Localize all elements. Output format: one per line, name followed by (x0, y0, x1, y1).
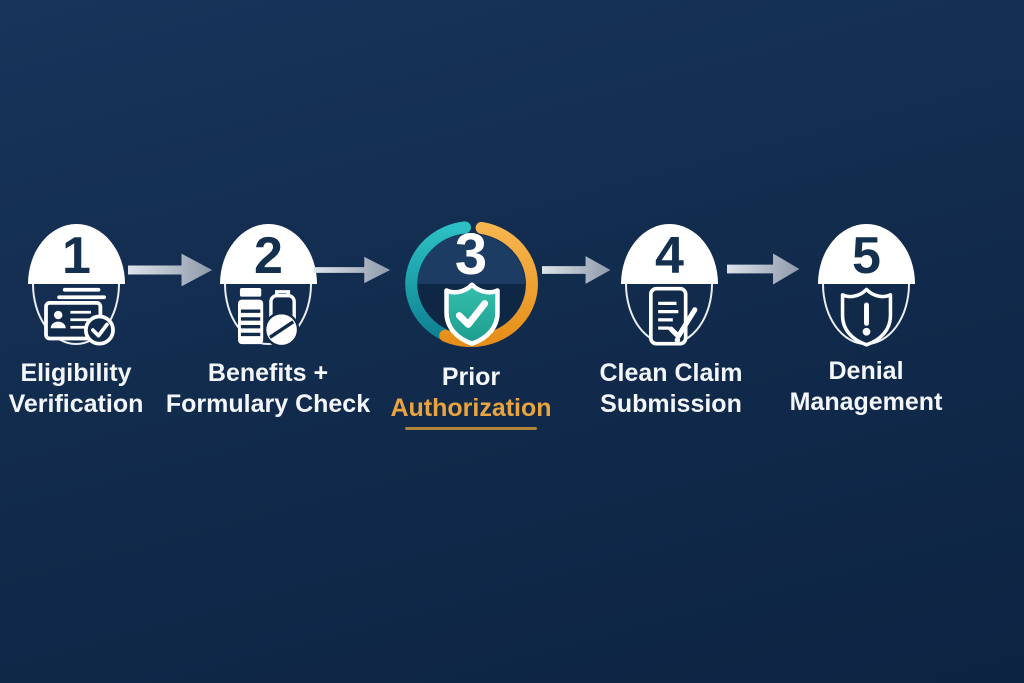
step-1-label: Eligibility Verification (0, 358, 196, 420)
step-4-number: 4 (655, 227, 684, 285)
step-3-label: Prior Authorization (351, 362, 591, 424)
step-3-number: 3 (454, 222, 488, 287)
step-5-label: Denial Management (746, 356, 986, 418)
medication-bottle-pill-icon (238, 287, 300, 348)
shield-check-icon (444, 282, 500, 346)
step-5-label-line1: Denial (828, 357, 904, 385)
id-card-check-icon (44, 287, 115, 346)
step-3-label-line1: Prior (441, 363, 501, 391)
arrow-icon (727, 253, 800, 285)
step-2-label: Benefits + Formulary Check (148, 358, 388, 420)
document-check-icon (649, 286, 698, 346)
step-4-label-line1: Clean Claim (599, 359, 743, 387)
step-2-label-line2: Formulary Check (165, 390, 371, 418)
arrow-icon (542, 256, 611, 284)
step-2-number: 2 (254, 227, 283, 285)
step-1-number: 1 (62, 227, 91, 285)
step-1-label-line2: Verification (8, 390, 144, 418)
arrow-icon (128, 253, 213, 287)
step-4-label-line2: Submission (600, 390, 742, 418)
step-5-label-line2: Management (789, 388, 943, 416)
step-2-label-line1: Benefits + (207, 359, 329, 387)
step-1-label-line1: Eligibility (20, 359, 132, 387)
step-4-label: Clean Claim Submission (551, 358, 791, 420)
shield-alert-icon (840, 287, 893, 347)
step-3-label-line2: Authorization (390, 394, 552, 422)
step-3-ring (405, 221, 538, 348)
step-5-number: 5 (852, 227, 881, 285)
arrow-icon (314, 256, 391, 284)
step-3-underline (405, 427, 537, 430)
